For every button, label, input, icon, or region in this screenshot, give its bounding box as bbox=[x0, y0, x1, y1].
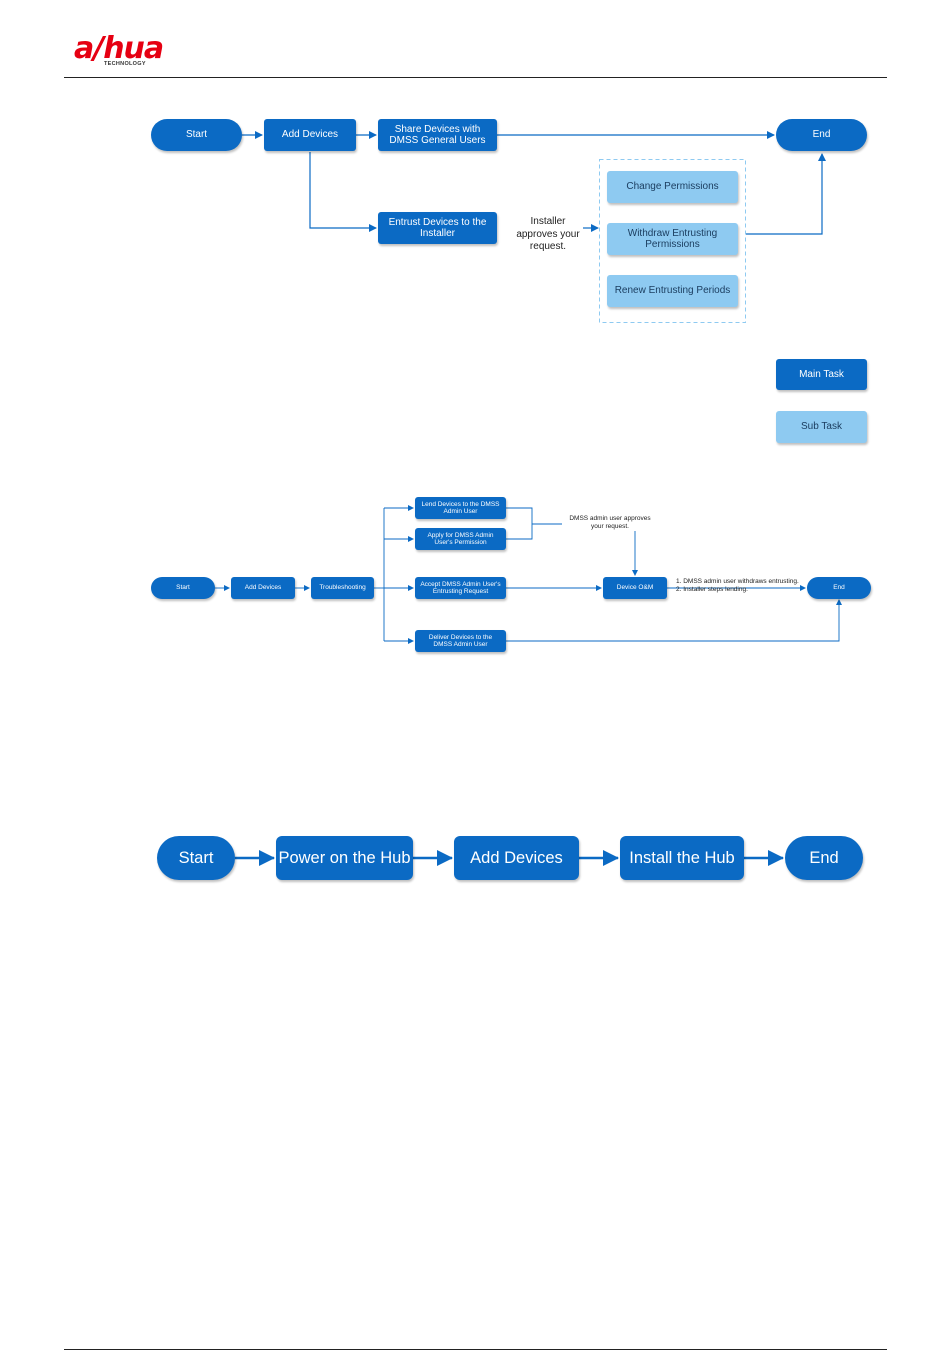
d1-share-devices-node: Share Devices with DMSS General Users bbox=[378, 119, 497, 151]
d3-install-hub-node: Install the Hub bbox=[620, 836, 744, 880]
d1-add-devices-node: Add Devices bbox=[264, 119, 356, 151]
d2-add-devices-node: Add Devices bbox=[231, 577, 295, 599]
footer-rule bbox=[64, 1349, 887, 1350]
logo-subtitle: TECHNOLOGY bbox=[104, 61, 146, 67]
diagram1-connectors bbox=[242, 131, 826, 323]
dahua-logo: a/hua TECHNOLOGY bbox=[74, 34, 184, 70]
d2-device-om-node: Device O&M bbox=[603, 577, 667, 599]
d2-end-node: End bbox=[807, 577, 871, 599]
diagram2-connectors bbox=[215, 505, 842, 644]
d1-entrust-devices-node: Entrust Devices to the Installer bbox=[378, 212, 497, 244]
legend-sub-task: Sub Task bbox=[776, 411, 867, 443]
d3-end-node: End bbox=[785, 836, 863, 880]
legend-main-task: Main Task bbox=[776, 359, 867, 390]
d1-renew-periods-node: Renew Entrusting Periods bbox=[607, 275, 738, 307]
d2-accept-request-node: Accept DMSS Admin User's Entrusting Requ… bbox=[415, 577, 506, 599]
d2-end-conditions-note: 1. DMSS admin user withdraws entrusting.… bbox=[676, 578, 804, 594]
d2-admin-approves-note: DMSS admin user approves your request. bbox=[569, 515, 651, 531]
d3-start-node: Start bbox=[157, 836, 235, 880]
d1-start-node: Start bbox=[151, 119, 242, 151]
d2-end-condition-2: 2. Installer steps lending. bbox=[676, 586, 748, 594]
d2-troubleshooting-node: Troubleshooting bbox=[311, 577, 374, 599]
header-rule bbox=[64, 77, 887, 78]
d3-add-devices-node: Add Devices bbox=[454, 836, 579, 880]
d1-end-node: End bbox=[776, 119, 867, 151]
d1-change-permissions-node: Change Permissions bbox=[607, 171, 738, 203]
d2-lend-devices-node: Lend Devices to the DMSS Admin User bbox=[415, 497, 506, 519]
d3-power-on-node: Power on the Hub bbox=[276, 836, 413, 880]
logo-wordmark: a/hua bbox=[74, 31, 164, 66]
d2-end-condition-1: 1. DMSS admin user withdraws entrusting. bbox=[676, 578, 799, 585]
d1-withdraw-permissions-node: Withdraw Entrusting Permissions bbox=[607, 223, 738, 255]
d2-deliver-devices-node: Deliver Devices to the DMSS Admin User bbox=[415, 630, 506, 652]
d2-start-node: Start bbox=[151, 577, 215, 599]
d1-installer-approves-note: Installer approves your request. bbox=[516, 216, 580, 252]
d2-apply-permission-node: Apply for DMSS Admin User's Permission bbox=[415, 528, 506, 550]
